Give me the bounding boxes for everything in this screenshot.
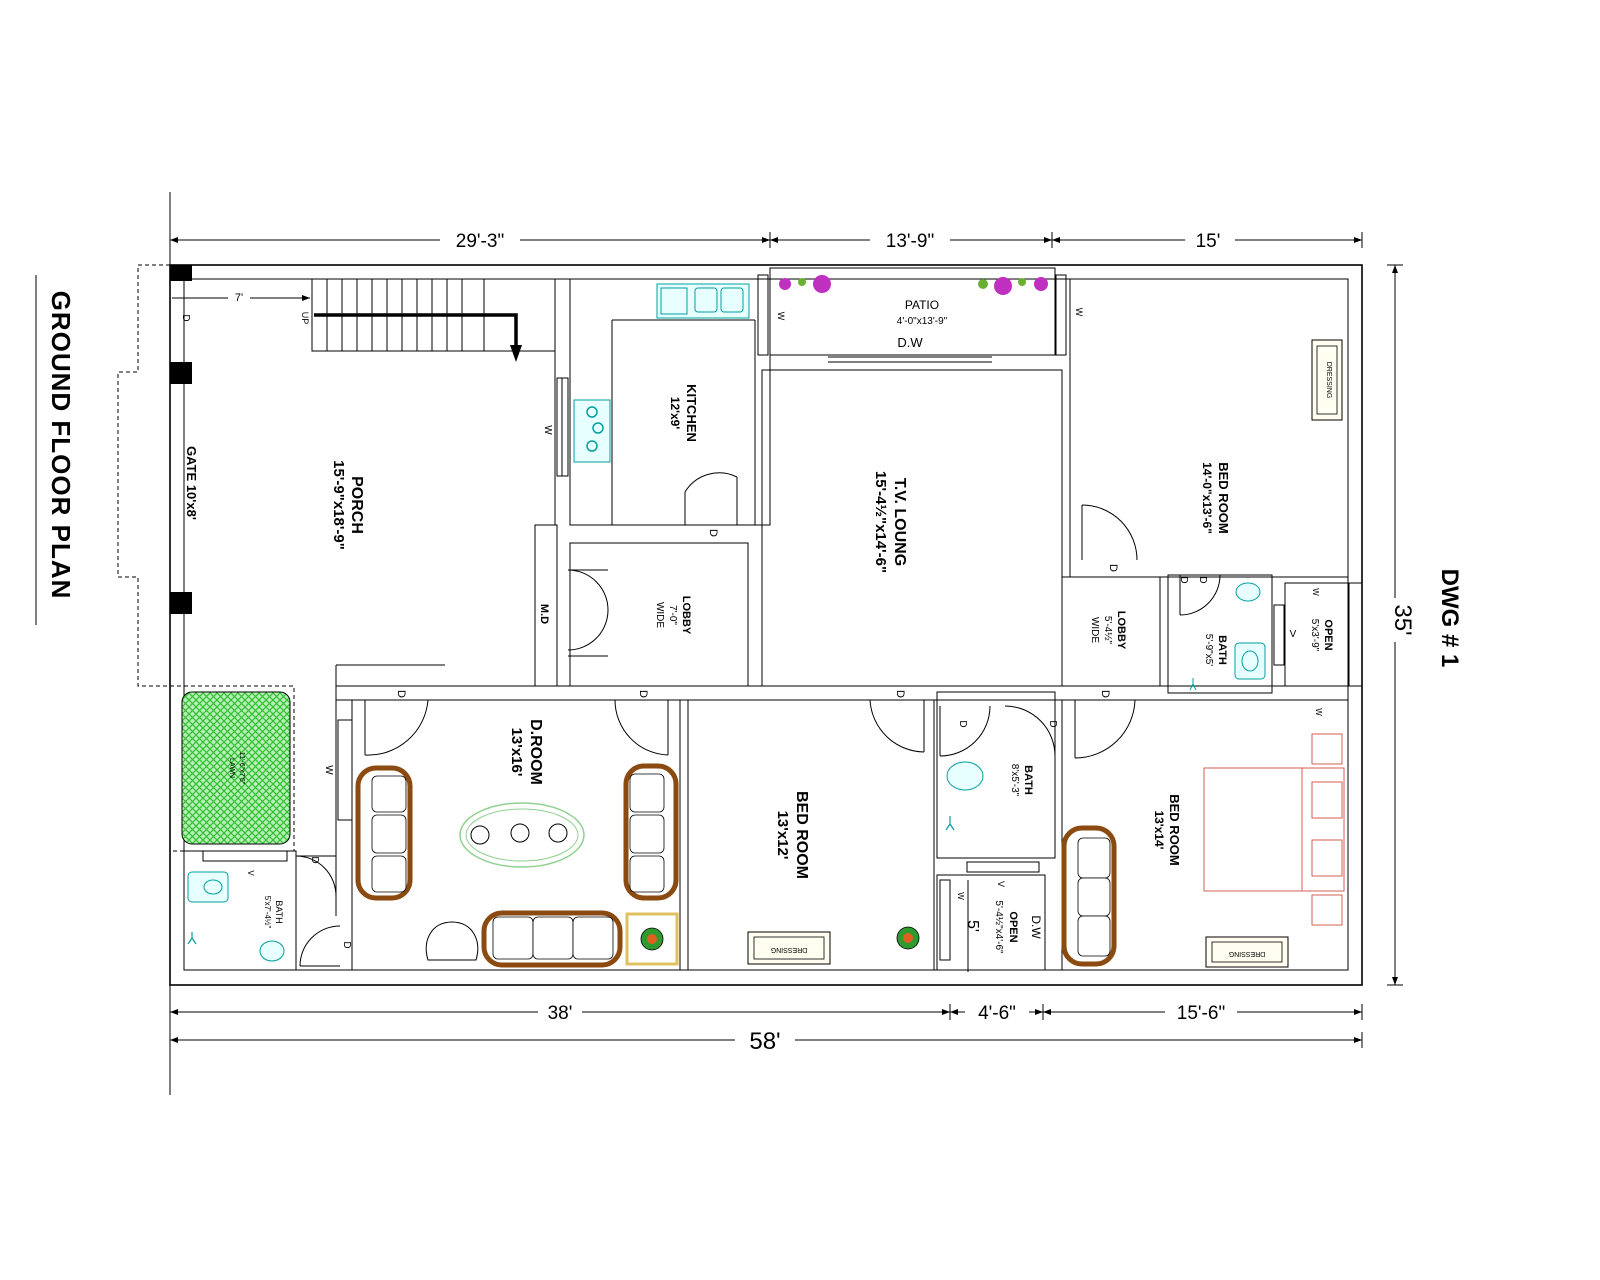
lawn-name: LAWN: [228, 758, 235, 778]
porch-size: 15'-9"x18'-9": [330, 460, 347, 550]
doors: D D D D D D D D D D: [180, 314, 1221, 967]
window-marks: W W W W W V W V V W M.D: [246, 274, 1363, 961]
patio-name: PATIO: [905, 298, 939, 312]
door-label: D: [1178, 576, 1189, 583]
bath2-size: 8'x5'-3": [1009, 764, 1020, 797]
dim-overall-width: 58': [749, 1028, 780, 1055]
bedroom-furniture: [896, 733, 1345, 967]
open1-name: OPEN: [1322, 619, 1334, 650]
window-label: W: [1074, 308, 1084, 317]
dim-top-3: 15': [1196, 231, 1221, 252]
open1-size: 5'x3'-9": [1309, 619, 1320, 652]
droom-size: 13'x16': [508, 728, 525, 777]
drawing-number: DWG # 1: [1436, 569, 1463, 668]
tv-lounge-name: T.V. LOUNG: [891, 478, 908, 566]
lawn-size: 11'-6"x7'6": [238, 752, 245, 785]
bath1-size: 5'-9"x5': [1203, 634, 1214, 666]
bath1-name: BATH: [1216, 635, 1228, 665]
door-label: D: [1107, 564, 1119, 572]
door-label: D: [1099, 690, 1111, 698]
lobby2-note: WIDE: [1089, 617, 1100, 643]
gate-label: GATE 10'x8': [184, 446, 199, 520]
bedroom1-name: BED ROOM: [1216, 462, 1231, 534]
dim-top-2: 13'-9": [886, 231, 934, 252]
stair-up-label: UP: [300, 312, 310, 325]
top-dimension-line: 29'-3" 13'-9" 15': [169, 228, 1363, 252]
room-labels: PORCH 15'-9"x18'-9" GATE 10'x8' KITCHEN …: [184, 298, 1334, 972]
dim-top-1: 29'-3": [456, 231, 504, 252]
bath3-name: BATH: [274, 900, 284, 923]
open2-size: 5'-4½"x4'-6": [993, 900, 1004, 954]
right-dimension-line: 35': [1383, 264, 1416, 986]
porch-name: PORCH: [348, 476, 365, 534]
ventilator-label: V: [996, 881, 1006, 887]
bedroom3-name: BED ROOM: [1167, 794, 1182, 866]
outer-walls: [117, 264, 1363, 986]
window-label: W: [776, 312, 786, 321]
window-label: W: [323, 765, 334, 775]
main-door-label: M.D: [538, 604, 550, 624]
dressing-label: DRESSING: [771, 946, 808, 953]
bottom-dimension-lines: 38' 4'-6" 15'-6" 58': [169, 1000, 1363, 1055]
door-label: D: [637, 690, 649, 698]
tv-lounge-size: 15'-4½"x14'-6": [872, 471, 889, 573]
bedroom3-size: 13'x14': [1152, 810, 1166, 849]
kitchen-fixtures: [573, 283, 750, 463]
open2-small-dim: 5': [964, 920, 981, 932]
bedroom1-size: 14'-0"x13'-6": [1200, 462, 1214, 534]
dim-bottom-3: 15'-6": [1177, 1003, 1225, 1024]
patio-door-window: D.W: [897, 335, 923, 350]
lobby1-note: WIDE: [654, 602, 665, 628]
window-label: W: [1311, 588, 1320, 596]
bedroom2-size: 13'x12': [774, 811, 791, 860]
dressing-label: DRESSING: [1229, 950, 1266, 957]
door-label: D: [707, 529, 719, 537]
interior-walls: [169, 267, 1350, 971]
bath2-name: BATH: [1022, 765, 1034, 795]
window-label: W: [1314, 708, 1323, 716]
door-label: D: [180, 314, 191, 321]
window-label: W: [542, 425, 553, 435]
staircase: UP 7': [172, 278, 555, 362]
dressing-label: DRESSING: [1325, 362, 1332, 399]
door-label: D: [1047, 720, 1058, 727]
lawn: LAWN 11'-6"x7'6": [181, 691, 291, 862]
dim-overall-depth: 35': [1389, 604, 1416, 635]
ventilator-label: V: [246, 870, 255, 876]
door-label: D: [1197, 576, 1208, 583]
open2-name: OPEN: [1007, 911, 1019, 942]
dim-bottom-2: 4'-6": [978, 1003, 1016, 1024]
patio-plants: [779, 275, 1048, 295]
ventilator-label: V: [1290, 629, 1297, 640]
patio-size: 4'-0"x13'-9": [897, 316, 948, 327]
bedroom2-name: BED ROOM: [793, 791, 810, 879]
bath3-size: 5'x7'-4½": [263, 896, 272, 929]
kitchen-size: 12'x9': [668, 397, 682, 430]
lobby2-size: 5'-4½": [1102, 616, 1113, 645]
door-label: D: [395, 690, 407, 698]
window-label: W: [956, 892, 965, 900]
door-label: D: [309, 856, 320, 863]
lobby1-name: LOBBY: [680, 596, 692, 635]
open2-door-window: D.W: [1029, 915, 1043, 939]
kitchen-name: KITCHEN: [684, 384, 699, 442]
bath-fixtures: [187, 582, 1266, 962]
door-label: D: [894, 690, 906, 698]
dressing-units: DRESSING DRESSING DRESSING: [747, 339, 1343, 968]
door-label: D: [957, 720, 968, 727]
lobby1-size: 7'-0": [667, 605, 678, 625]
door-label: D: [341, 941, 352, 948]
dim-bottom-1: 38': [548, 1003, 573, 1024]
droom-furniture: [355, 763, 679, 968]
lobby2-name: LOBBY: [1115, 611, 1127, 650]
droom-name: D.ROOM: [527, 719, 544, 785]
stair-offset-dim: 7': [235, 292, 243, 304]
plan-title: GROUND FLOOR PLAN: [46, 291, 76, 600]
